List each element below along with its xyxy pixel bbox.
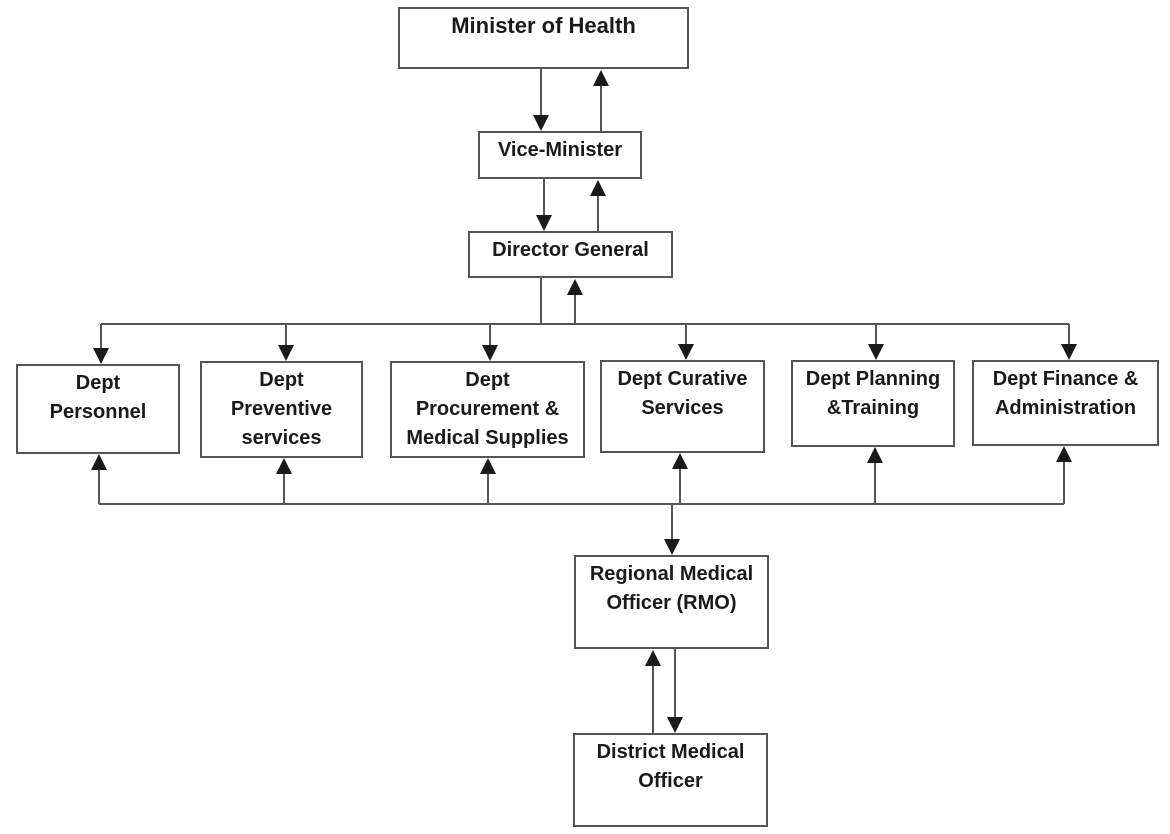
node-vice-label-line-1: Vice-Minister	[497, 139, 623, 161]
node-dept-preventive-services: Dept Preventive services	[200, 361, 363, 458]
arrow-up-to-minister	[593, 70, 609, 86]
node-finance-label-line-2: Administration	[994, 397, 1137, 419]
node-rmo-label-line-2: Officer (RMO)	[606, 592, 737, 614]
arrow-down-to-dmo	[667, 717, 683, 733]
arrow-down-to-preventive	[278, 345, 294, 361]
arrow-up-to-vice	[590, 180, 606, 196]
arrow-up-to-preventive	[276, 458, 292, 474]
arrow-down-to-rmo	[664, 539, 680, 555]
arrow-up-to-curative	[672, 453, 688, 469]
arrow-down-to-personnel	[93, 348, 109, 364]
arrow-up-to-dg	[567, 279, 583, 295]
node-personnel-label-line-1: Dept	[75, 372, 121, 394]
node-curative-label-line-2: Services	[641, 397, 724, 419]
arrow-up-to-personnel	[91, 454, 107, 470]
arrow-down-to-planning	[868, 344, 884, 360]
node-preventive-label-line-3: services	[241, 427, 322, 449]
node-personnel-label-line-2: Personnel	[49, 401, 147, 423]
node-planning-label-line-1: Dept Planning	[805, 368, 941, 390]
node-procurement-label-line-3: Medical Supplies	[406, 427, 569, 449]
node-district-medical-officer: District Medical Officer	[573, 733, 768, 827]
node-dept-curative-services: Dept Curative Services	[600, 360, 765, 453]
node-dmo-label-line-1: District Medical	[596, 741, 745, 763]
node-dg-label-line-1: Director General	[492, 239, 649, 261]
node-minister-of-health: Minister of Health	[398, 7, 689, 69]
node-preventive-label-line-1: Dept	[259, 369, 304, 391]
node-planning-label-line-2: &Training	[826, 397, 920, 419]
node-director-general: Director General	[468, 231, 673, 278]
arrow-up-to-finance	[1056, 446, 1072, 462]
node-dmo-label-line-2: Officer	[638, 770, 703, 792]
arrow-down-to-vice	[533, 115, 549, 131]
node-procurement-label-line-2: Procurement &	[415, 398, 560, 420]
node-vice-minister: Vice-Minister	[478, 131, 642, 179]
arrow-up-to-procurement	[480, 458, 496, 474]
node-curative-label-line-1: Dept Curative	[617, 368, 748, 390]
node-procurement-label-line-1: Dept	[465, 369, 510, 391]
node-rmo-label-line-1: Regional Medical	[589, 563, 754, 585]
node-preventive-label-line-2: Preventive	[230, 398, 333, 420]
node-dept-personnel: Dept Personnel	[16, 364, 180, 454]
node-dept-planning-training: Dept Planning &Training	[791, 360, 955, 447]
node-regional-medical-officer: Regional Medical Officer (RMO)	[574, 555, 769, 649]
arrow-down-to-curative	[678, 344, 694, 360]
node-dept-finance-administration: Dept Finance & Administration	[972, 360, 1159, 446]
arrow-down-to-procurement	[482, 345, 498, 361]
node-minister-label-line-1: Minister of Health	[451, 13, 636, 38]
arrow-up-to-planning	[867, 447, 883, 463]
arrow-down-to-finance	[1061, 344, 1077, 360]
arrow-down-to-dg	[536, 215, 552, 231]
node-dept-procurement-medical-supplies: Dept Procurement & Medical Supplies	[390, 361, 585, 458]
node-finance-label-line-1: Dept Finance &	[992, 368, 1139, 390]
arrow-up-to-rmo	[645, 650, 661, 666]
